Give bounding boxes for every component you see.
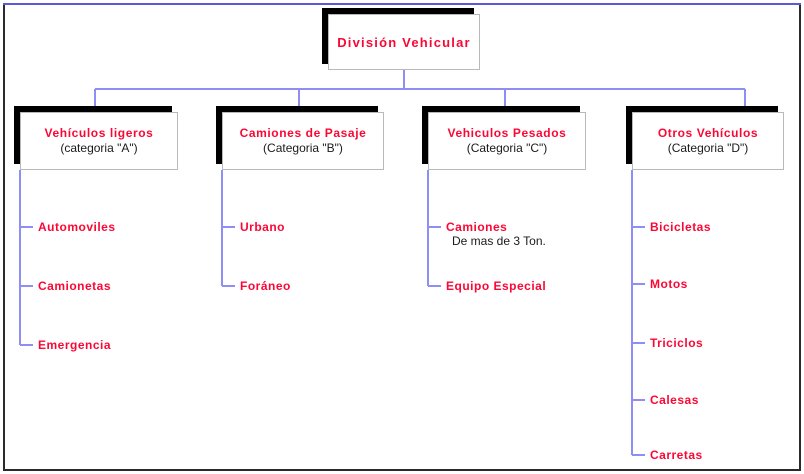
node-branch-a-face: Vehículos ligeros (categoria "A") [20,112,178,170]
leaf-c-1[interactable]: Camiones De mas de 3 Ton. [446,220,546,249]
leaf-d-3[interactable]: Triciclos [650,336,703,350]
leaf-d-2[interactable]: Motos [650,277,688,291]
node-branch-b[interactable]: Camiones de Pasaje (Categoria "B") [216,106,384,170]
node-branch-b-title: Camiones de Pasaje [239,126,367,140]
leaf-a-2[interactable]: Camionetas [38,279,111,293]
leaf-c-1-label: Camiones [446,220,508,234]
node-root-face: División Vehicular [328,14,480,70]
node-branch-d[interactable]: Otros Vehículos (Categoria "D") [626,106,784,170]
node-root-label: División Vehicular [337,34,471,50]
node-branch-b-subtitle: (Categoria "B") [263,141,343,155]
leaf-d-1-label: Bicicletas [650,220,712,234]
leaf-a-3-label: Emergencia [38,338,112,352]
leaf-a-3[interactable]: Emergencia [38,338,111,352]
node-branch-c-title: Vehiculos Pesados [447,126,567,140]
leaf-c-1-note: De mas de 3 Ton. [452,234,546,248]
leaf-a-1[interactable]: Automoviles [38,220,116,234]
leaf-b-1[interactable]: Urbano [240,220,285,234]
node-branch-c-face: Vehiculos Pesados (Categoria "C") [428,112,586,170]
leaf-d-5-label: Carretas [650,448,703,462]
leaf-d-5[interactable]: Carretas [650,448,703,462]
node-branch-b-face: Camiones de Pasaje (Categoria "B") [222,112,384,170]
leaf-d-4[interactable]: Calesas [650,393,699,407]
node-branch-a-subtitle: (categoria "A") [60,141,138,155]
leaf-b-2[interactable]: Foráneo [240,279,291,293]
node-branch-d-subtitle: (Categoria "D") [667,141,749,155]
leaf-d-3-label: Triciclos [650,336,704,350]
leaf-d-1[interactable]: Bicicletas [650,220,711,234]
leaf-b-1-label: Urbano [240,220,285,234]
node-branch-a-title: Vehículos ligeros [44,126,154,140]
node-root[interactable]: División Vehicular [322,8,480,70]
node-branch-d-title: Otros Vehículos [657,126,759,140]
leaf-d-4-label: Calesas [650,393,699,407]
leaf-d-2-label: Motos [650,277,688,291]
node-branch-a[interactable]: Vehículos ligeros (categoria "A") [14,106,178,170]
node-branch-c-subtitle: (Categoria "C") [466,141,548,155]
leaf-c-2-label: Equipo Especial [446,279,547,293]
leaf-a-1-label: Automoviles [38,220,116,234]
page-border-top-accent [3,3,801,5]
leaf-c-2[interactable]: Equipo Especial [446,279,546,293]
node-branch-c[interactable]: Vehiculos Pesados (Categoria "C") [422,106,586,170]
leaf-a-2-label: Camionetas [38,279,112,293]
leaf-b-2-label: Foráneo [240,279,291,293]
node-branch-d-face: Otros Vehículos (Categoria "D") [632,112,784,170]
